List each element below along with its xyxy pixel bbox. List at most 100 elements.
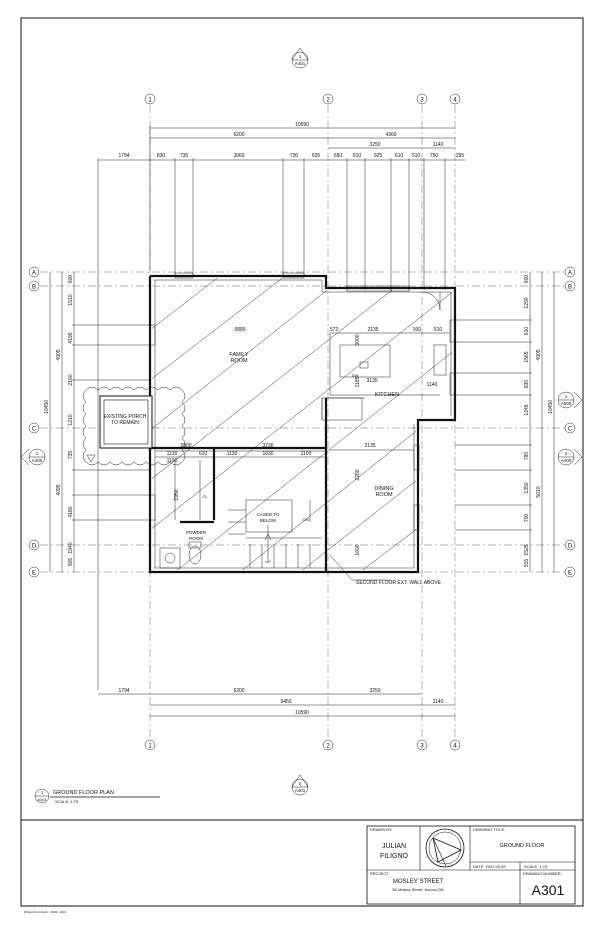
- svg-text:MOSLEY STREET: MOSLEY STREET: [393, 879, 444, 885]
- grid-bubble-1-top: 1: [144, 93, 156, 105]
- grid-bubble-d-right: D: [564, 539, 576, 551]
- svg-text:3135: 3135: [364, 443, 375, 449]
- svg-text:10450: 10450: [44, 400, 50, 414]
- plan-title: 1 A301 GROUND FLOOR PLAN SCALE: 1:75: [34, 788, 160, 804]
- svg-text:510: 510: [412, 153, 421, 159]
- svg-text:GROUND FLOOR: GROUND FLOOR: [500, 843, 545, 849]
- svg-text:DATE: 2022.02.09: DATE: 2022.02.09: [473, 864, 506, 869]
- svg-text:6200: 6200: [233, 688, 244, 694]
- svg-text:1130: 1130: [167, 451, 178, 457]
- svg-text:1290: 1290: [524, 297, 530, 308]
- svg-text:600: 600: [68, 275, 74, 284]
- svg-text:2: 2: [565, 451, 568, 456]
- svg-text:925: 925: [374, 153, 383, 159]
- svg-text:B: B: [32, 285, 36, 291]
- svg-text:610: 610: [395, 153, 404, 159]
- existing-porch: [82, 386, 186, 466]
- grid-bubble-e-left: E: [28, 566, 40, 578]
- svg-text:4360: 4360: [385, 132, 396, 138]
- svg-text:4905: 4905: [536, 349, 542, 360]
- svg-text:1510: 1510: [68, 294, 74, 305]
- svg-text:3135: 3135: [366, 378, 377, 384]
- interior-walls: [149, 272, 456, 572]
- svg-text:610: 610: [199, 451, 208, 457]
- svg-text:GROUND FLOOR PLAN: GROUND FLOOR PLAN: [53, 790, 114, 796]
- svg-text:10590: 10590: [295, 122, 309, 128]
- svg-text:3: 3: [420, 744, 424, 750]
- svg-text:A301: A301: [37, 797, 47, 802]
- svg-text:1: 1: [565, 394, 568, 399]
- grid-bubble-e-right: E: [564, 566, 576, 578]
- svg-text:SCALE: 1:75: SCALE: 1:75: [524, 864, 548, 869]
- drawn-by-first: JULIAN: [382, 843, 406, 850]
- svg-text:A: A: [568, 271, 572, 277]
- svg-text:730: 730: [290, 153, 299, 159]
- svg-text:10590: 10590: [295, 710, 309, 716]
- svg-text:3000: 3000: [355, 334, 361, 345]
- svg-text:50 Mosley Street, Aurora ON: 50 Mosley Street, Aurora ON: [392, 887, 443, 892]
- section-marker-right-lower: 2 A400: [557, 448, 583, 466]
- svg-text:1600: 1600: [355, 544, 361, 555]
- grid-bubble-a-left: A: [28, 266, 40, 278]
- svg-text:2135: 2135: [367, 327, 378, 333]
- grid-bubble-d-left: D: [28, 539, 40, 551]
- svg-text:1565: 1565: [524, 351, 530, 362]
- svg-text:SECOND FLOOR EXT. WALL ABOVE: SECOND FLOOR EXT. WALL ABOVE: [356, 580, 442, 586]
- svg-text:1: 1: [299, 54, 302, 59]
- svg-text:905: 905: [68, 558, 74, 567]
- svg-text:1525: 1525: [524, 544, 530, 555]
- exterior-walls: [148, 274, 457, 574]
- left-dimensions: 10450 4905 4095 600 1510 4195 1210 735 4…: [44, 272, 150, 572]
- svg-text:9450: 9450: [280, 699, 291, 705]
- svg-text:6200: 6200: [233, 132, 244, 138]
- grid-bubble-4-top: 4: [449, 93, 461, 105]
- svg-text:E: E: [32, 571, 36, 577]
- svg-text:1130: 1130: [227, 451, 238, 457]
- svg-text:735: 735: [180, 153, 189, 159]
- svg-text:1794: 1794: [118, 688, 129, 694]
- svg-text:D: D: [32, 544, 37, 550]
- svg-text:1210: 1210: [68, 414, 74, 425]
- grid-bubble-3-top: 3: [416, 93, 428, 105]
- svg-text:610: 610: [524, 327, 530, 336]
- svg-text:1190: 1190: [167, 458, 178, 464]
- svg-text:2: 2: [326, 98, 330, 104]
- top-dimensions: 10590 6200 4360 3250 1140 1794 830 735 3…: [97, 122, 465, 690]
- svg-text:4: 4: [453, 744, 457, 750]
- svg-text:1: 1: [36, 451, 39, 456]
- grid-bubble-1-bottom: 1: [144, 739, 156, 751]
- label-dw: DW: [352, 373, 359, 378]
- svg-text:DRAWING NUMBER:: DRAWING NUMBER:: [523, 871, 562, 876]
- svg-text:E: E: [568, 571, 572, 577]
- svg-text:2160: 2160: [68, 374, 74, 385]
- svg-text:700: 700: [524, 514, 530, 523]
- svg-text:915: 915: [524, 559, 530, 568]
- svg-text:1140: 1140: [433, 142, 444, 148]
- svg-text:3730: 3730: [262, 443, 273, 449]
- right-dimensions: 10450 4905 5010 600 1290 610 1565 830 12…: [455, 272, 555, 572]
- sheet-border: [20, 17, 584, 907]
- designer-logo: [425, 828, 465, 868]
- section-marker-left: 1 A400: [20, 448, 46, 466]
- svg-text:A400: A400: [32, 458, 43, 463]
- svg-text:1245: 1245: [524, 404, 530, 415]
- svg-text:1: 1: [148, 744, 152, 750]
- svg-text:5885: 5885: [234, 327, 245, 333]
- drawn-by-last: FILIGNO: [380, 853, 409, 860]
- drawing-number: A301: [532, 882, 565, 898]
- svg-text:5010: 5010: [536, 486, 542, 497]
- svg-text:572: 572: [330, 327, 339, 333]
- interior-dimensions: 5885 572 2135 930 510 3000 1185 3135 114…: [155, 327, 442, 556]
- grid-bubble-4-bottom: 4: [449, 739, 461, 751]
- svg-text:PROJECT: PROJECT: [370, 871, 389, 876]
- svg-text:1794: 1794: [118, 153, 129, 159]
- svg-text:830: 830: [157, 153, 166, 159]
- svg-text:4: 4: [453, 98, 457, 104]
- footer-note: Printed from Revit - 2022 - ENG: [24, 910, 67, 914]
- section-marker-right-upper: 1 A500: [557, 391, 583, 409]
